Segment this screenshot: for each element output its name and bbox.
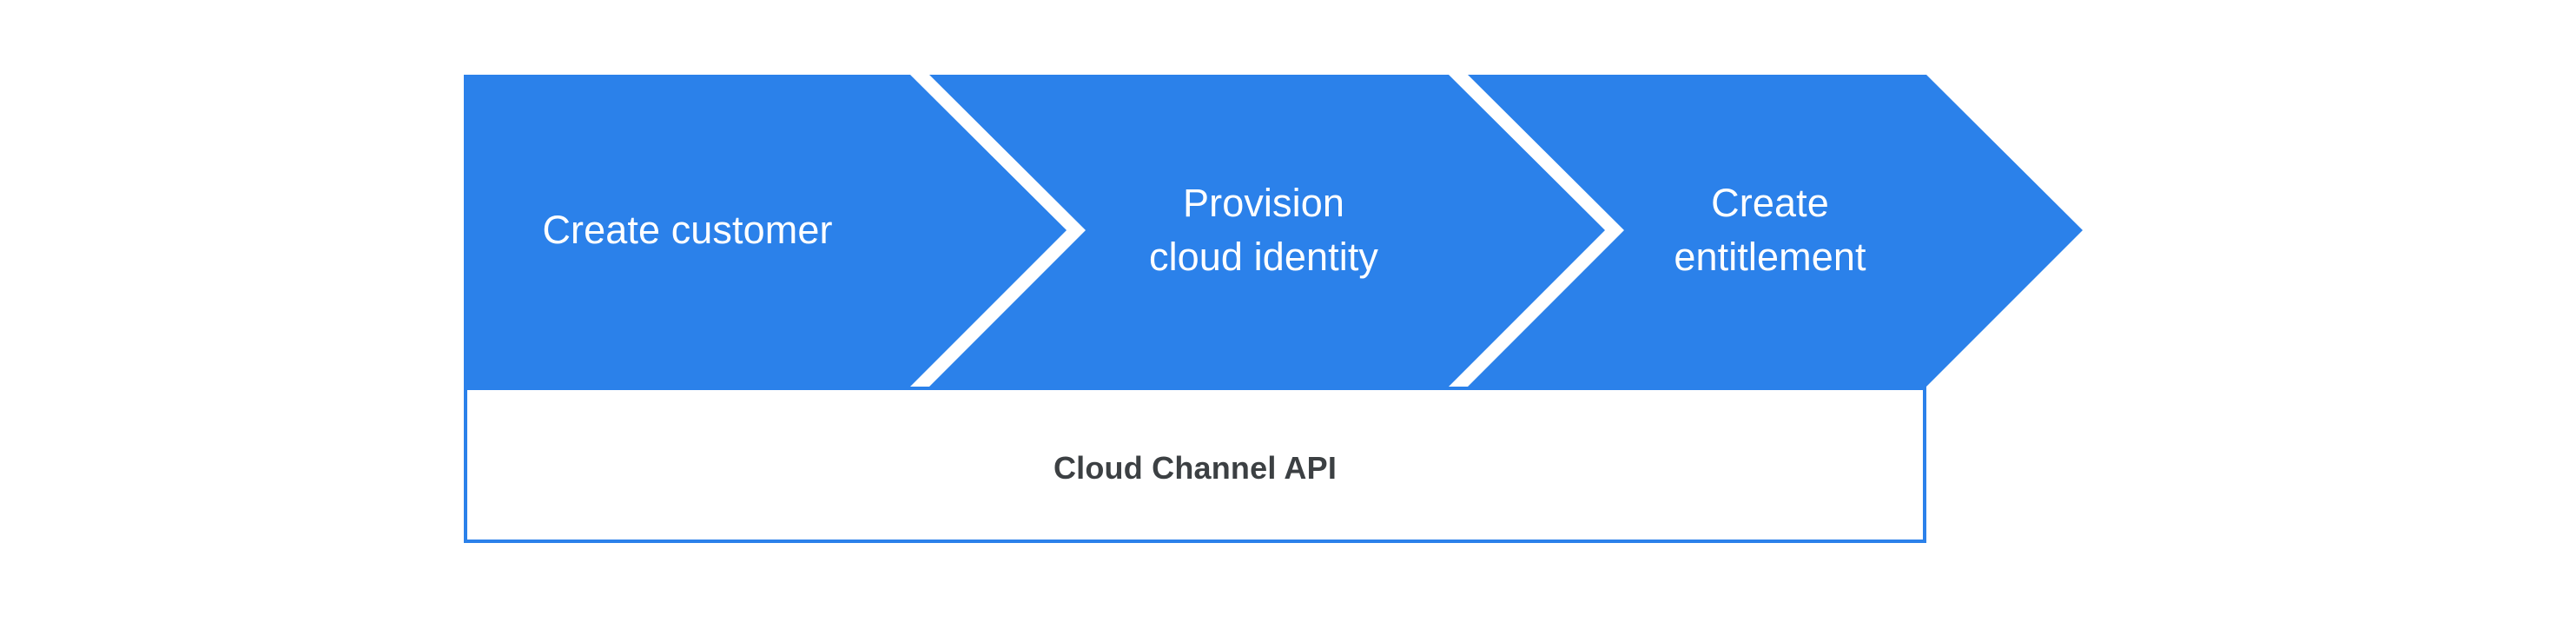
chevron-shape-step-2[interactable] [929, 75, 1605, 387]
chevron-shape-step-1[interactable] [464, 75, 1067, 387]
api-bar-shape[interactable] [464, 387, 1926, 543]
chevron-shape-step-3[interactable] [1468, 75, 2083, 387]
